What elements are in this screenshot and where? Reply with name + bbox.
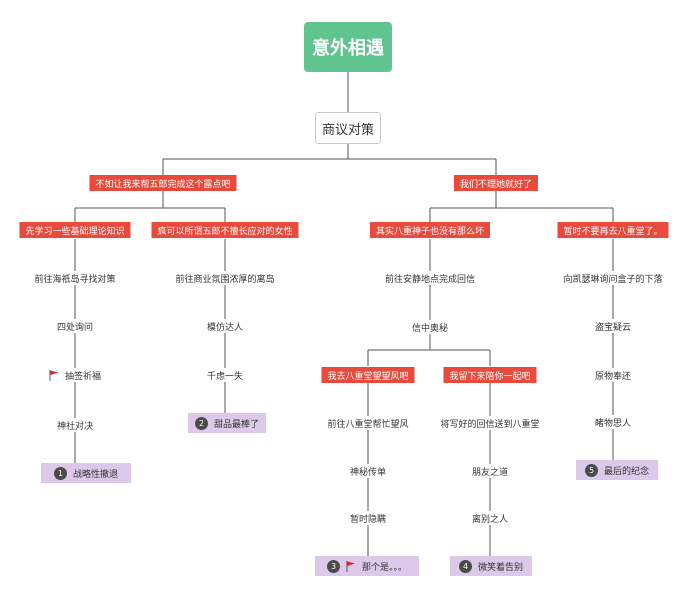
sub-branch-lookout[interactable]: 我去八重堂望望风吧	[321, 367, 415, 383]
root-node[interactable]: 意外相遇	[304, 22, 392, 72]
story-node[interactable]: 离别之人	[467, 511, 513, 525]
story-node[interactable]: 前往海祇岛寻找对策	[30, 271, 120, 285]
sub-branch-yae[interactable]: 其实八重神子也没有那么坏	[369, 222, 491, 238]
ending-number-badge: 3	[326, 559, 340, 573]
story-node[interactable]: 原物奉还	[590, 368, 636, 382]
story-node[interactable]: 将写好的回信送到八重堂	[436, 416, 544, 430]
story-node[interactable]: 四处询问	[52, 319, 98, 333]
ending-node[interactable]: 5 最后的纪念	[576, 460, 658, 480]
ending-node[interactable]: 1 战略性撤退	[41, 463, 131, 483]
story-node[interactable]: 盗宝疑云	[590, 319, 636, 333]
story-node[interactable]: 暂时隐瞒	[345, 511, 391, 525]
story-node[interactable]: 信中奥秘	[407, 320, 453, 334]
story-node[interactable]: 朋友之道	[467, 464, 513, 478]
story-node[interactable]: 模仿达人	[202, 319, 248, 333]
topic-node[interactable]: 商议对策	[315, 112, 381, 144]
sub-branch-avoid[interactable]: 暂时不要再去八重堂了。	[557, 222, 669, 238]
story-node[interactable]: 前往八重堂帮忙望风	[323, 416, 413, 430]
flag-icon	[49, 369, 59, 381]
ending-number-badge: 1	[53, 466, 67, 480]
story-node-flagged[interactable]: 抽签祈福	[44, 368, 106, 382]
ending-label: 甜品最棒了	[213, 419, 259, 430]
ending-number-badge: 2	[194, 416, 208, 430]
story-node[interactable]: 神秘传单	[345, 464, 391, 478]
story-node[interactable]: 前往商业氛围浓厚的离岛	[171, 271, 279, 285]
story-node[interactable]: 睹物思人	[590, 415, 636, 429]
branch-right[interactable]: 我们不理她就好了	[453, 175, 539, 191]
sub-branch-stay[interactable]: 我留下来陪你一起吧	[443, 367, 537, 383]
sub-branch-basics[interactable]: 先学习一些基础理论知识	[19, 222, 131, 238]
ending-label: 那个是。。。	[361, 562, 407, 573]
branch-left[interactable]: 不如让我来帮五郎完成这个露点吧	[89, 175, 237, 191]
story-node[interactable]: 神社对决	[52, 418, 98, 432]
story-node[interactable]: 千虑一失	[202, 368, 248, 382]
flag-icon	[346, 560, 356, 572]
ending-number-badge: 5	[584, 463, 598, 477]
story-node-label: 抽签祈福	[64, 371, 102, 382]
ending-label: 最后的纪念	[603, 466, 649, 477]
ending-node[interactable]: 2 甜品最棒了	[188, 413, 266, 433]
sub-branch-female[interactable]: 疯可以所谓五郎不擅长应对的女性	[151, 222, 299, 238]
story-node[interactable]: 向凯瑟琳询问盒子的下落	[559, 271, 667, 285]
ending-node[interactable]: 4 微笑着告别	[450, 556, 532, 576]
ending-label: 战略性撤退	[72, 469, 118, 480]
ending-number-badge: 4	[458, 559, 472, 573]
ending-label: 微笑着告别	[477, 562, 523, 573]
story-node[interactable]: 前往安静地点完成回信	[380, 271, 480, 285]
ending-node[interactable]: 3 那个是。。。	[315, 556, 419, 576]
